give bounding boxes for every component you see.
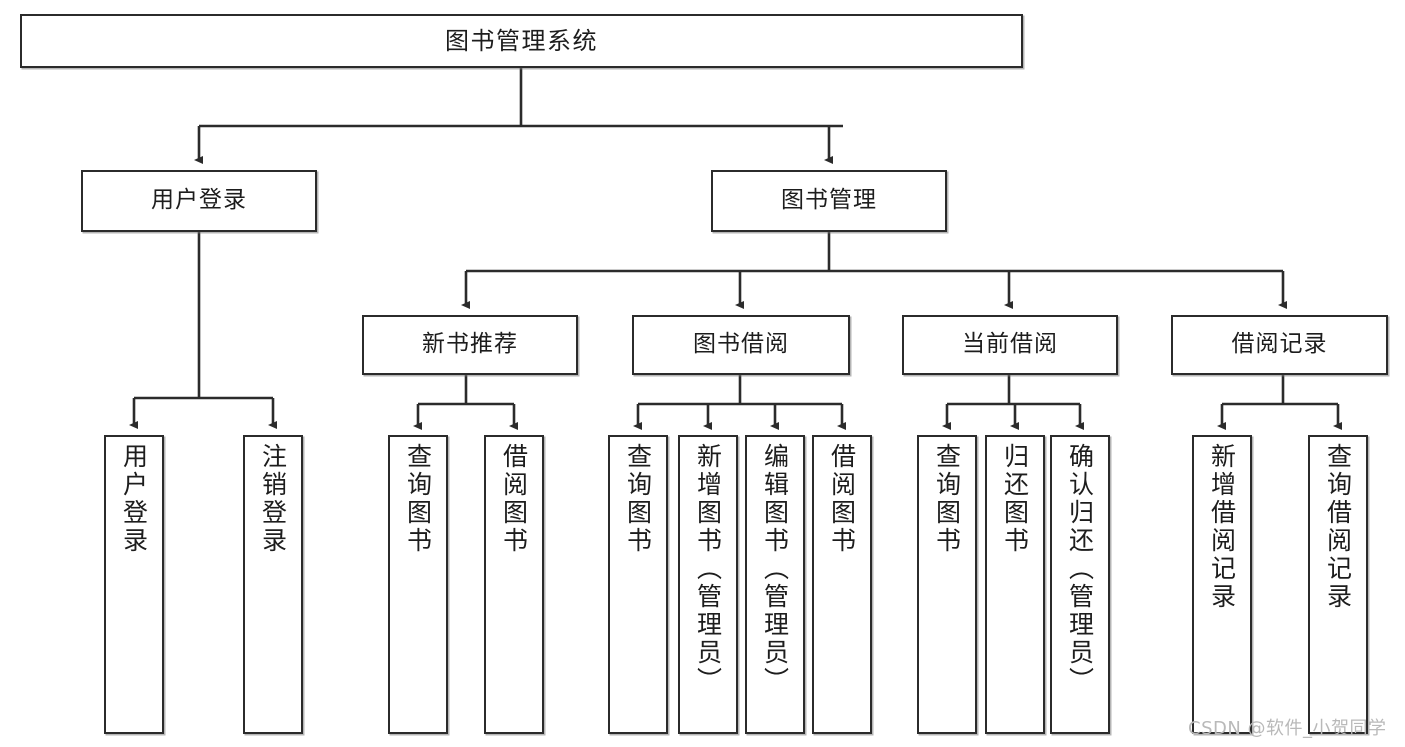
node-book-management[interactable]: 图书管理 [711,170,947,232]
node-leaf-query-book-recommend[interactable]: 查询图书 [388,435,448,734]
node-book-management-label: 图书管理 [781,187,877,214]
node-book-borrow-label: 图书借阅 [693,331,789,358]
node-leaf-query-book-borrow-label: 查询图书 [623,443,653,555]
node-leaf-query-borrow-record-label: 查询借阅记录 [1323,443,1353,611]
node-borrow-record-label: 借阅记录 [1231,331,1328,358]
node-leaf-edit-book-admin[interactable]: 编辑图书（管理员） [745,435,805,734]
node-leaf-borrow-book[interactable]: 借阅图书 [812,435,872,734]
node-leaf-borrow-book-label: 借阅图书 [827,443,857,555]
csdn-watermark: CSDN @软件_小贺同学 [1188,718,1387,739]
node-leaf-confirm-return-admin[interactable]: 确认归还（管理员） [1050,435,1110,734]
node-root-label: 图书管理系统 [445,26,598,55]
node-leaf-user-login[interactable]: 用户登录 [104,435,164,734]
node-leaf-logout[interactable]: 注销登录 [243,435,303,734]
node-leaf-return-book-label: 归还图书 [1000,443,1030,555]
node-user-login[interactable]: 用户登录 [81,170,317,232]
node-leaf-query-book-current[interactable]: 查询图书 [917,435,977,734]
node-leaf-edit-book-admin-label: 编辑图书（管理员） [760,443,790,695]
node-root[interactable]: 图书管理系统 [20,14,1023,68]
node-new-book-recommend-label: 新书推荐 [422,331,518,358]
node-user-login-label: 用户登录 [151,187,247,214]
node-current-borrow-label: 当前借阅 [962,331,1058,358]
node-borrow-record[interactable]: 借阅记录 [1171,315,1388,375]
node-leaf-borrow-book-recommend[interactable]: 借阅图书 [484,435,544,734]
node-new-book-recommend[interactable]: 新书推荐 [362,315,578,375]
node-leaf-logout-label: 注销登录 [258,443,288,555]
node-leaf-add-borrow-record-label: 新增借阅记录 [1207,443,1237,611]
node-leaf-return-book[interactable]: 归还图书 [985,435,1045,734]
node-leaf-query-borrow-record[interactable]: 查询借阅记录 [1308,435,1368,734]
node-leaf-add-book-admin[interactable]: 新增图书（管理员） [678,435,738,734]
node-book-borrow[interactable]: 图书借阅 [632,315,850,375]
node-leaf-query-book-current-label: 查询图书 [932,443,962,555]
node-leaf-confirm-return-admin-label: 确认归还（管理员） [1065,443,1095,695]
node-leaf-user-login-label: 用户登录 [119,443,149,555]
node-leaf-query-book-borrow[interactable]: 查询图书 [608,435,668,734]
node-leaf-query-book-recommend-label: 查询图书 [403,443,433,555]
node-current-borrow[interactable]: 当前借阅 [902,315,1118,375]
node-leaf-add-borrow-record[interactable]: 新增借阅记录 [1192,435,1252,734]
node-leaf-add-book-admin-label: 新增图书（管理员） [693,443,723,695]
node-leaf-borrow-book-recommend-label: 借阅图书 [499,443,529,555]
